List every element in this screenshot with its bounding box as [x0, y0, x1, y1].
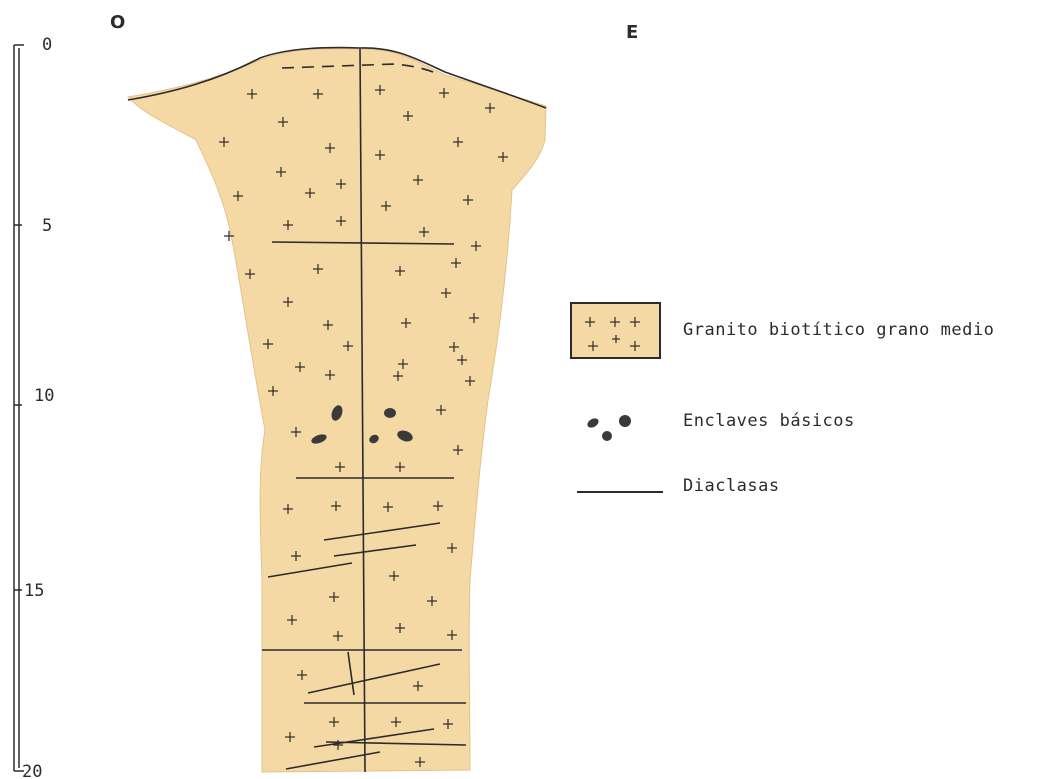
- depth-label-10: 10: [34, 386, 54, 406]
- legend: Granito biotítico grano medio Enclaves b…: [571, 303, 994, 496]
- depth-label-15: 15: [24, 581, 44, 601]
- depth-scale: [14, 45, 24, 771]
- legend-enclave-icon: [586, 415, 631, 441]
- legend-joint-label: Diaclasas: [683, 476, 780, 496]
- east-label: E: [626, 22, 638, 43]
- depth-label-0: 0: [42, 35, 52, 55]
- depth-label-5: 5: [42, 216, 52, 236]
- legend-granite-swatch: [571, 303, 660, 358]
- enclave-blob: [384, 408, 396, 418]
- depth-label-20: 20: [22, 762, 42, 779]
- legend-enclave-label: Enclaves básicos: [683, 411, 855, 431]
- west-label: O: [110, 12, 125, 33]
- legend-granite-label: Granito biotítico grano medio: [683, 320, 994, 340]
